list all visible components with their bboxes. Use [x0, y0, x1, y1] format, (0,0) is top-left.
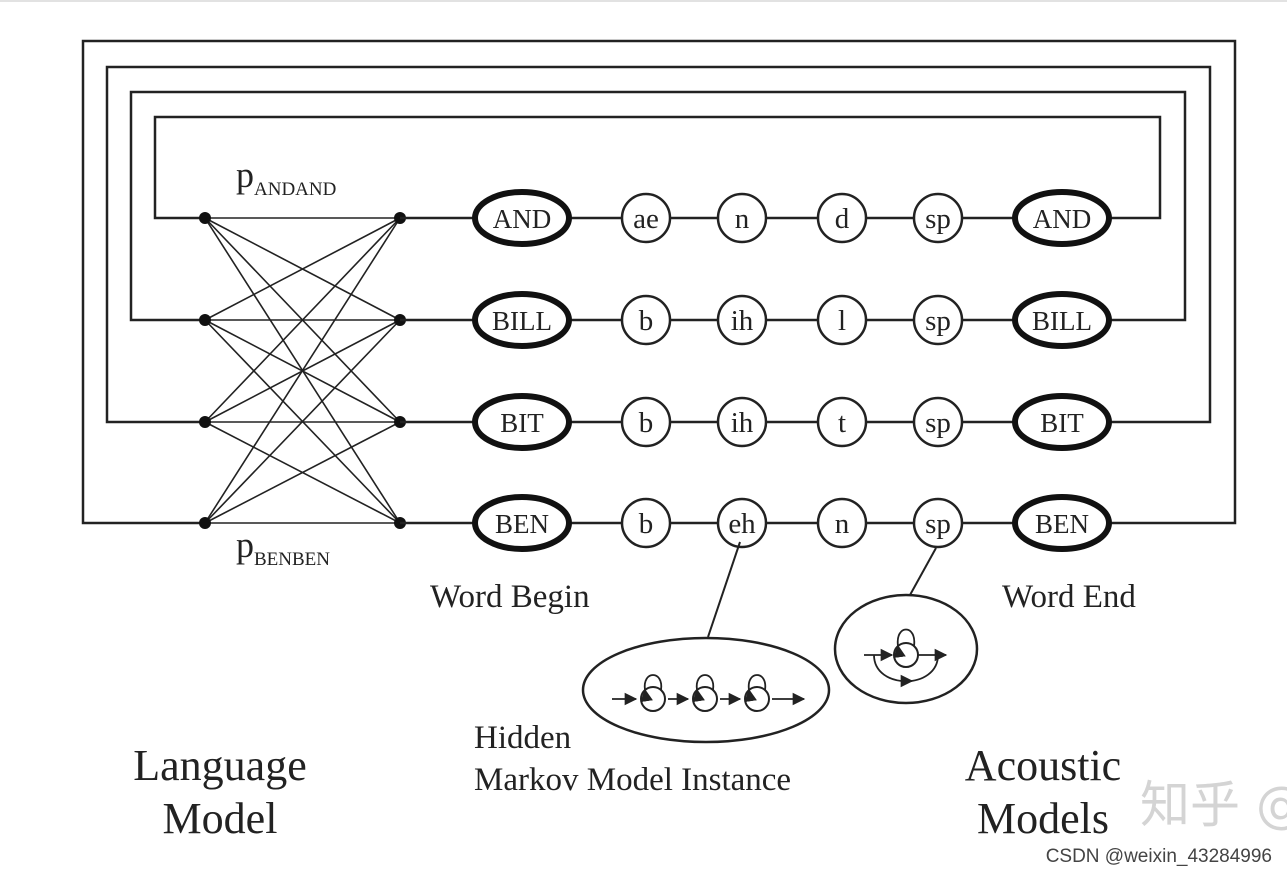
word-end-node [1012, 494, 1112, 552]
lm-transition [204, 217, 401, 524]
acoustic-models-label-line2: Models [977, 794, 1109, 843]
phone-node [912, 396, 964, 448]
word-row-and: AND AND ae n d sp [400, 189, 1112, 247]
zhihu-watermark: 知乎 @ [1140, 776, 1287, 834]
phone-node [816, 192, 868, 244]
phone-label: ih [731, 305, 754, 337]
word-end-label: Word End [1002, 579, 1136, 615]
word-row-bill: BILL BILL b ih l sp [400, 291, 1112, 349]
lm-node-left [199, 517, 211, 529]
hmm-state-3 [744, 674, 770, 712]
word-begin-label: Word Begin [430, 579, 590, 615]
word-start-node [472, 189, 572, 247]
language-model-label-line1: Language [133, 741, 306, 790]
hmm-state-1 [640, 674, 666, 712]
word-start-label: BEN [495, 509, 549, 539]
lm-node-left [199, 212, 211, 224]
prob-label-bottom: pBENBEN [236, 525, 330, 570]
hmm-instance-label-line2: Markov Model Instance [474, 762, 791, 798]
word-start-node [472, 291, 572, 349]
phone-node [620, 497, 672, 549]
phone-label: l [838, 305, 846, 337]
phone-node [816, 396, 868, 448]
csdn-credit: CSDN @weixin_43284996 [1046, 846, 1272, 867]
phone-node [912, 497, 964, 549]
word-end-node [1012, 393, 1112, 451]
phone-node [912, 294, 964, 346]
phone-label: sp [925, 305, 951, 337]
lm-transition [204, 421, 401, 524]
word-start-node [472, 393, 572, 451]
phone-label: d [835, 203, 850, 235]
phone-label: n [835, 508, 850, 540]
phone-label: sp [925, 508, 951, 540]
phone-node [816, 497, 868, 549]
word-end-label: BIT [1040, 408, 1084, 438]
phone-label: b [639, 508, 654, 540]
lm-transition [204, 319, 401, 524]
hmm-state-2 [692, 674, 718, 712]
sp-model-detail [833, 547, 979, 705]
word-end-label: BEN [1035, 509, 1089, 539]
word-end-node [1012, 189, 1112, 247]
language-model-label-line2: Model [163, 794, 278, 843]
word-loop-connections [81, 39, 1237, 525]
lm-transition [204, 217, 401, 423]
phone-label: ae [633, 203, 659, 235]
word-start-node [472, 494, 572, 552]
phone-node [716, 192, 768, 244]
prob-label-top: pANDAND [236, 155, 336, 200]
phone-label: n [735, 203, 750, 235]
phone-node [816, 294, 868, 346]
phone-node [716, 396, 768, 448]
acoustic-models-label-line1: Acoustic [965, 741, 1121, 790]
phone-node [716, 294, 768, 346]
word-end-node [1012, 291, 1112, 349]
word-start-label: BIT [500, 408, 544, 438]
phone-label: t [838, 407, 846, 439]
phone-label: b [639, 305, 654, 337]
lm-node-left [199, 314, 211, 326]
phone-node [620, 294, 672, 346]
phone-node [912, 192, 964, 244]
phone-node [620, 396, 672, 448]
phone-label: sp [925, 407, 951, 439]
word-start-label: AND [493, 204, 552, 234]
hmm-instance-label-line1: Hidden [474, 720, 571, 756]
loop-connection-and [153, 115, 1162, 220]
phone-label: eh [728, 508, 756, 540]
phone-label: sp [925, 203, 951, 235]
phone-label: b [639, 407, 654, 439]
word-row-ben: BEN BEN b eh n sp [400, 494, 1112, 552]
phone-node [716, 497, 768, 549]
loop-connection-bill [129, 90, 1187, 322]
word-row-bit: BIT BIT b ih t sp [400, 393, 1112, 451]
phone-label: ih [731, 407, 754, 439]
lm-transition [204, 217, 401, 321]
word-end-label: AND [1033, 204, 1092, 234]
loop-connection-bit [105, 65, 1212, 424]
lm-node-left [199, 416, 211, 428]
hmm-instance-detail [581, 541, 831, 744]
word-start-label: BILL [492, 306, 552, 336]
phone-node [620, 192, 672, 244]
language-model-network [199, 212, 406, 529]
loop-connection-ben [81, 39, 1237, 525]
word-end-label: BILL [1032, 306, 1092, 336]
